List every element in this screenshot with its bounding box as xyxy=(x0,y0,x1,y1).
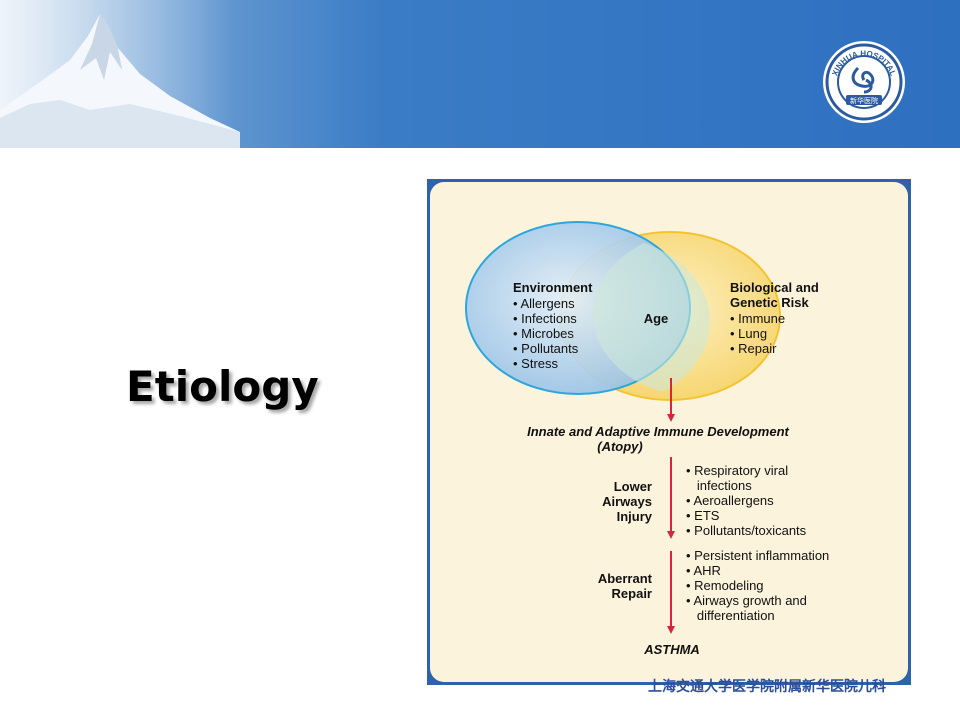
biological-item: • Immune xyxy=(730,311,785,326)
biological-item: • Lung xyxy=(730,326,767,341)
repair-item: • Persistent inflammation xyxy=(686,548,829,563)
etiology-diagram: Environment • Allergens • Infections • M… xyxy=(430,182,908,682)
biological-heading-line: Genetic Risk xyxy=(730,295,810,310)
injury-label-line: Lower xyxy=(614,479,652,494)
environment-item: • Microbes xyxy=(513,326,574,341)
etiology-figure: Environment • Allergens • Infections • M… xyxy=(427,179,911,685)
mountain-image xyxy=(0,0,240,148)
injury-item: infections xyxy=(686,478,752,493)
injury-item: • Aeroallergens xyxy=(686,493,774,508)
repair-item: differentiation xyxy=(686,608,775,623)
injury-item: • ETS xyxy=(686,508,720,523)
biological-item: • Repair xyxy=(730,341,777,356)
environment-item: • Allergens xyxy=(513,296,575,311)
repair-item: • Remodeling xyxy=(686,578,764,593)
slide-title: Etiology xyxy=(126,362,319,411)
logo-chinese-text: 新华医院 xyxy=(850,96,878,105)
injury-label-line: Injury xyxy=(617,509,653,524)
injury-item: • Pollutants/toxicants xyxy=(686,523,807,538)
biological-heading-line: Biological and xyxy=(730,280,819,295)
age-label: Age xyxy=(644,311,669,326)
footer-institution: 上海交通大学医学院附属新华医院儿科 xyxy=(648,679,886,695)
environment-heading: Environment xyxy=(513,280,593,295)
repair-item: • AHR xyxy=(686,563,721,578)
injury-item: • Respiratory viral xyxy=(686,463,788,478)
development-line: (Atopy) xyxy=(597,439,643,454)
environment-item: • Pollutants xyxy=(513,341,579,356)
repair-label-line: Repair xyxy=(612,586,652,601)
environment-item: • Stress xyxy=(513,356,559,371)
development-line: Innate and Adaptive Immune Development xyxy=(527,424,789,439)
environment-item: • Infections xyxy=(513,311,577,326)
repair-item: • Airways growth and xyxy=(686,593,807,608)
injury-label-line: Airways xyxy=(602,494,652,509)
header-banner: XINHUA HOSPITAL 新华医院 xyxy=(0,0,960,148)
repair-label-line: Aberrant xyxy=(598,571,653,586)
asthma-outcome: ASTHMA xyxy=(643,642,700,657)
hospital-logo: XINHUA HOSPITAL 新华医院 xyxy=(823,41,905,123)
age-overlap xyxy=(592,243,711,392)
